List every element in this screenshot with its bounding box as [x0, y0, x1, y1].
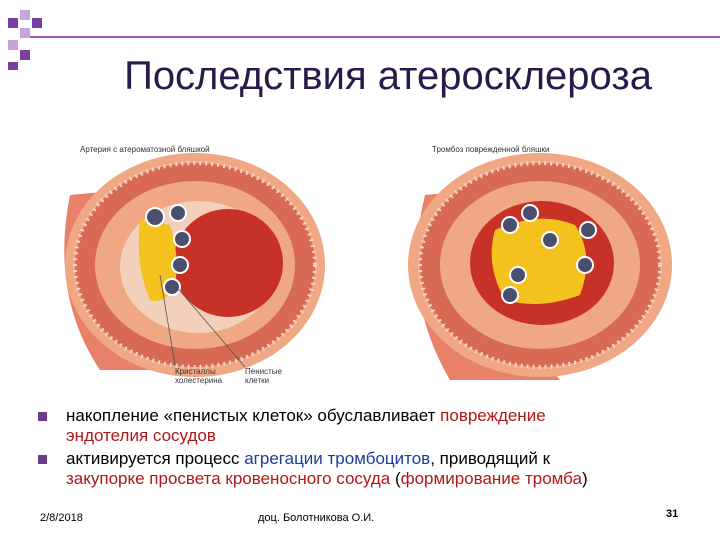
left-artery [64, 153, 325, 377]
footer-author: доц. Болотникова О.И. [258, 512, 375, 524]
bullet-text: , приводящий к [430, 449, 551, 468]
right-artery [408, 153, 672, 380]
label-foam-cells: Пенистые клетки [245, 367, 282, 385]
left-caption: Артерия с атероматозной бляшкой [80, 145, 210, 154]
artery-illustration: Артерия с атероматозной бляшкой Тромбоз … [40, 135, 700, 395]
bullet-icon [38, 455, 47, 464]
label-foam-line2: клетки [245, 376, 270, 385]
bullet-list: накопление «пенистых клеток» обуславлива… [36, 406, 706, 492]
bullet-text: активируется процесс [66, 449, 245, 468]
artery-diagram [64, 153, 672, 380]
footer-date: 2/8/2018 [40, 512, 83, 524]
label-crystals: Кристаллы холестерина [175, 367, 222, 385]
bullet-item: активируется процесс агрегации тромбоцит… [36, 449, 706, 489]
label-crystals-line1: Кристаллы [175, 367, 216, 376]
slide-title: Последствия атеросклероза [124, 54, 652, 98]
bullet-text: ( [390, 469, 401, 488]
title-decoration [8, 10, 720, 70]
bullet-text: накопление «пенистых клеток» обуславлива… [66, 406, 441, 425]
right-caption: Тромбоз поврежденной бляшки [432, 145, 550, 154]
bullet-highlight: закупорке просвета кровеносного сосуда [66, 469, 391, 488]
bullet-item: накопление «пенистых клеток» обуславлива… [36, 406, 706, 446]
label-foam-line1: Пенистые [245, 367, 282, 376]
bullet-highlight: формирование тромба [400, 469, 582, 488]
bullet-highlight: эндотелия сосудов [66, 426, 216, 445]
bullet-highlight: агрегации тромбоцитов [244, 449, 431, 468]
bullet-highlight: повреждение [440, 406, 546, 425]
bullet-icon [38, 412, 47, 421]
bullet-text: ) [581, 469, 588, 488]
label-crystals-line2: холестерина [175, 376, 223, 385]
page-number: 31 [666, 508, 679, 520]
